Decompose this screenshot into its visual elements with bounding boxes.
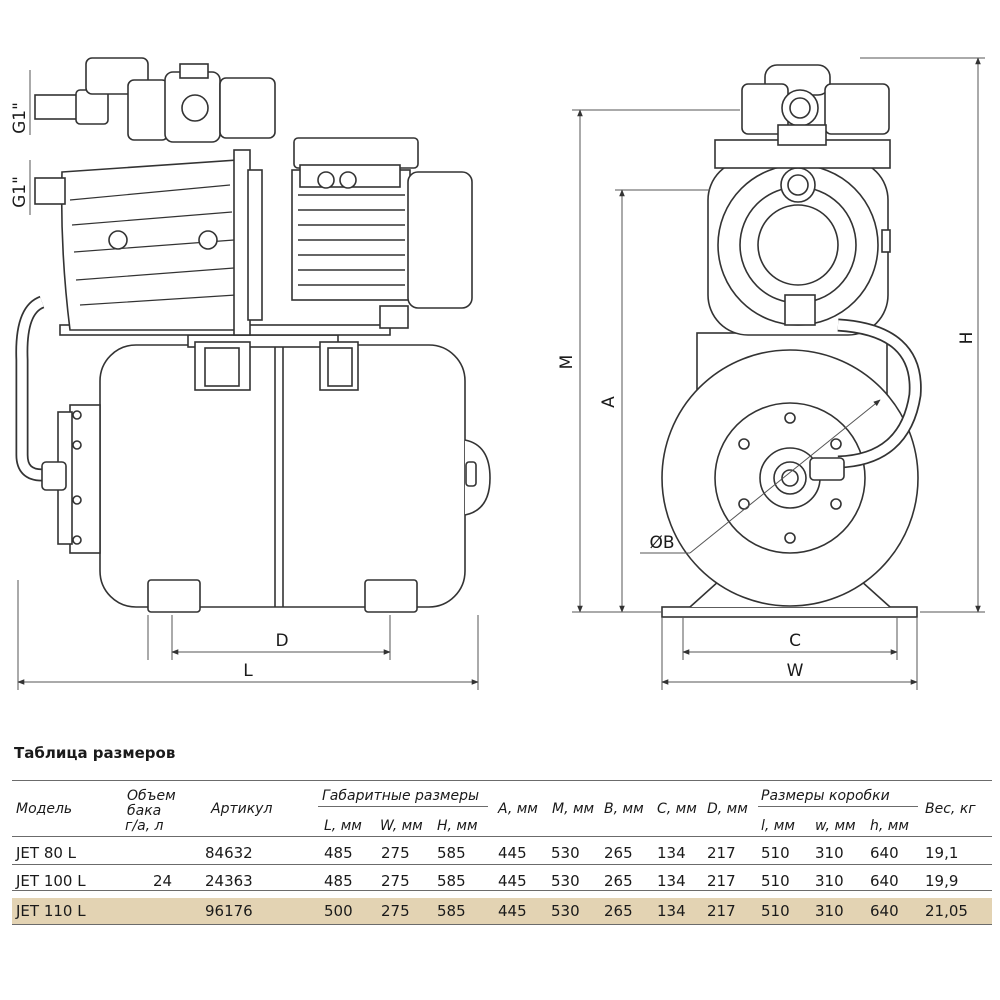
- dim-d-label: D: [275, 631, 288, 651]
- cell-C: 134: [657, 844, 686, 862]
- cell-C: 134: [657, 902, 686, 920]
- header-B: B, мм: [604, 801, 644, 817]
- overall-group-rule: [318, 806, 488, 807]
- cell-W: 275: [381, 872, 410, 890]
- header-tank-1: Объем: [127, 788, 176, 804]
- cell-weight: 21,05: [925, 902, 968, 920]
- header-bottom-rule: [12, 836, 992, 837]
- dimensions-table: Модель Объем бака г/а, л Артикул Габарит…: [0, 778, 992, 926]
- cell-A: 445: [498, 902, 527, 920]
- header-tank-3: г/а, л: [125, 818, 164, 834]
- cell-M: 530: [551, 872, 580, 890]
- header-L: L, мм: [324, 818, 362, 834]
- cell-W: 275: [381, 844, 410, 862]
- header-A: A, мм: [498, 801, 538, 817]
- cell-H: 585: [437, 844, 466, 862]
- side-view-dimensions: [17, 70, 479, 690]
- cell-L: 485: [324, 872, 353, 890]
- header-article: Артикул: [211, 801, 273, 817]
- front-view: [661, 64, 922, 618]
- table-top-rule: [12, 780, 992, 781]
- cell-W: 275: [381, 902, 410, 920]
- cell-H: 585: [437, 872, 466, 890]
- cell-M: 530: [551, 844, 580, 862]
- dim-w-label: W: [787, 661, 804, 681]
- dim-l-label: L: [243, 661, 253, 681]
- cell-box-h: 640: [870, 872, 899, 890]
- cell-A: 445: [498, 872, 527, 890]
- header-box-w: w, мм: [815, 818, 856, 834]
- cell-model: JET 110 L: [16, 902, 86, 920]
- dim-c-label: C: [789, 631, 801, 651]
- cell-article: 24363: [205, 872, 253, 890]
- dim-a-label: A: [599, 396, 619, 408]
- cell-L: 500: [324, 902, 353, 920]
- cell-box-w: 310: [815, 844, 844, 862]
- cell-box-h: 640: [870, 844, 899, 862]
- cell-D: 217: [707, 844, 736, 862]
- cell-weight: 19,9: [925, 872, 959, 890]
- cell-box-h: 640: [870, 902, 899, 920]
- cell-D: 217: [707, 902, 736, 920]
- cell-box-w: 310: [815, 902, 844, 920]
- box-group-rule: [758, 806, 918, 807]
- cell-article: 84632: [205, 844, 253, 862]
- cell-B: 265: [604, 844, 633, 862]
- header-box: Размеры коробки: [761, 788, 890, 804]
- highlight-row-bg: [12, 898, 992, 924]
- table-bottom-rule: [12, 924, 992, 925]
- cell-tank-volume: 24: [153, 872, 173, 890]
- header-tank-2: бака: [127, 803, 162, 819]
- cell-model: JET 80 L: [16, 844, 77, 862]
- header-C: C, мм: [657, 801, 697, 817]
- header-M: M, мм: [552, 801, 595, 817]
- cell-M: 530: [551, 902, 580, 920]
- side-view: [15, 57, 491, 613]
- cell-B: 265: [604, 872, 633, 890]
- cell-A: 445: [498, 844, 527, 862]
- header-model: Модель: [16, 801, 73, 817]
- cell-D: 217: [707, 872, 736, 890]
- header-D: D, мм: [707, 801, 748, 817]
- header-box-l: l, мм: [761, 818, 795, 834]
- g1-bottom-label: G1": [10, 176, 30, 208]
- dim-b-label: ØB: [649, 533, 674, 553]
- header-H: H, мм: [437, 818, 478, 834]
- cell-article: 96176: [205, 902, 253, 920]
- technical-drawing: G1" G1" D L: [10, 57, 985, 690]
- cell-box-w: 310: [815, 872, 844, 890]
- row-rule-2: [12, 890, 992, 891]
- dim-m-label: M: [557, 355, 577, 370]
- cell-box-l: 510: [761, 872, 790, 890]
- dim-h-label: H: [957, 332, 977, 345]
- cell-C: 134: [657, 872, 686, 890]
- header-W: W, мм: [380, 818, 423, 834]
- cell-L: 485: [324, 844, 353, 862]
- g1-top-label: G1": [10, 102, 30, 134]
- header-box-h: h, мм: [870, 818, 909, 834]
- cell-box-l: 510: [761, 902, 790, 920]
- header-weight: Вес, кг: [925, 801, 976, 817]
- header-overall: Габаритные размеры: [322, 788, 480, 804]
- cell-B: 265: [604, 902, 633, 920]
- table-title: Таблица размеров: [14, 744, 176, 762]
- cell-model: JET 100 L: [16, 872, 86, 890]
- cell-weight: 19,1: [925, 844, 959, 862]
- row-rule-1: [12, 864, 992, 865]
- front-view-dimensions: [572, 57, 985, 690]
- cell-H: 585: [437, 902, 466, 920]
- cell-box-l: 510: [761, 844, 790, 862]
